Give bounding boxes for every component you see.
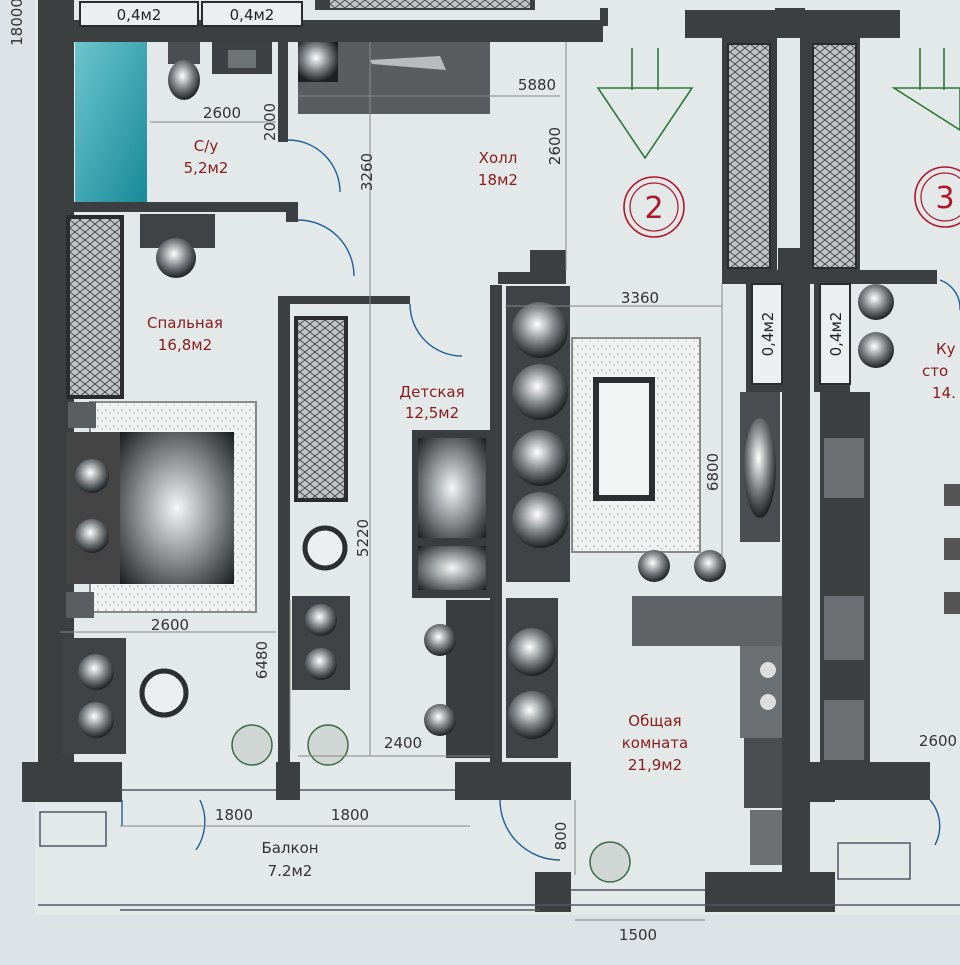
room-area-kids: 12,5м2 xyxy=(405,404,459,422)
room-name-kitchen: Ку xyxy=(936,340,956,358)
room-name-balcony: Балкон xyxy=(261,839,318,857)
shaft-area-top-right: 0,4м2 xyxy=(230,6,275,24)
room-name-kids: Детская xyxy=(399,383,464,401)
room-area-balcony: 7.2м2 xyxy=(268,862,313,880)
shaft-area-mid-left: 0,4м2 xyxy=(759,312,777,357)
entrance-arrow-2 xyxy=(596,48,694,160)
dim-6800: 6800 xyxy=(704,453,722,491)
shaft-box-top-left xyxy=(79,1,199,27)
room-area-kitchen: 14. xyxy=(932,384,956,402)
shaft-box-mid-right xyxy=(819,283,851,385)
shaft-area-mid-right: 0,4м2 xyxy=(827,312,845,357)
dim-5880: 5880 xyxy=(518,76,556,94)
entrance-arrow-3 xyxy=(891,48,960,131)
dim-1500: 1500 xyxy=(619,926,657,944)
apartment-marker-2 xyxy=(623,176,685,238)
room-name-living-2: комната xyxy=(622,734,688,752)
dim-2600-hall: 2600 xyxy=(546,127,564,165)
dim-6480: 6480 xyxy=(253,641,271,679)
room-name-bathroom: С/у xyxy=(194,137,219,155)
shaft-box-mid-left xyxy=(751,283,783,385)
room-area-bathroom: 5,2м2 xyxy=(184,159,229,177)
apartment-number-3: 3 xyxy=(935,181,954,216)
shaft-area-top-left: 0,4м2 xyxy=(117,6,162,24)
dim-2600-bed: 2600 xyxy=(151,616,189,634)
apartment-number-2: 2 xyxy=(644,191,663,226)
room-area-living: 21,9м2 xyxy=(628,756,682,774)
dim-5220: 5220 xyxy=(354,519,372,557)
apartment-marker-3 xyxy=(914,166,960,228)
dim-18000: 18000 xyxy=(8,0,26,46)
dim-3260: 3260 xyxy=(358,153,376,191)
dim-2400: 2400 xyxy=(384,734,422,752)
room-name-living: Общая xyxy=(628,712,681,730)
furniture xyxy=(62,42,960,883)
dim-1800-b: 1800 xyxy=(331,806,369,824)
room-name-bedroom: Спальная xyxy=(147,314,223,332)
dim-2600-right: 2600 xyxy=(919,732,957,750)
dim-3360: 3360 xyxy=(621,289,659,307)
room-name-kitchen-2: сто xyxy=(922,362,948,380)
room-name-hall: Холл xyxy=(479,149,518,167)
dim-2600-bath: 2600 xyxy=(203,104,241,122)
dim-1800-a: 1800 xyxy=(215,806,253,824)
room-area-hall: 18м2 xyxy=(478,171,518,189)
dim-800: 800 xyxy=(552,822,570,851)
dim-2000: 2000 xyxy=(261,103,279,141)
shaft-box-top-right xyxy=(201,1,303,27)
doors xyxy=(121,139,960,861)
room-area-bedroom: 16,8м2 xyxy=(158,336,212,354)
